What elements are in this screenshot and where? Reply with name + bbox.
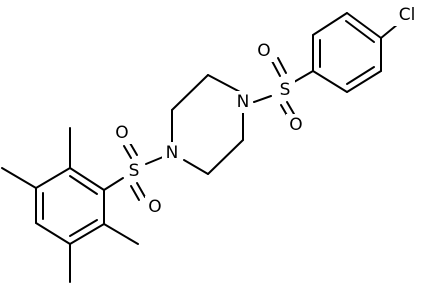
bond-ring2-5 xyxy=(69,223,105,245)
bond-ring2-inner-3 xyxy=(69,219,98,237)
bond-s-ring2 xyxy=(103,177,124,191)
bond-pip-2 xyxy=(171,74,209,111)
bond-pip-1 xyxy=(207,74,243,94)
atom-s-right: S xyxy=(275,79,295,101)
atom-label-cl: Cl xyxy=(399,5,416,25)
bond-s-o-left-top-a xyxy=(123,145,132,159)
bond-s-o-top-a xyxy=(271,60,281,77)
atom-label-o-left-top: O xyxy=(115,123,128,143)
bond-methyl-left xyxy=(1,167,37,189)
atom-label-o-left-bottom: O xyxy=(148,197,161,217)
atom-label-o-right-top: O xyxy=(257,41,270,61)
bond-layer xyxy=(1,12,399,283)
bond-ring2-2 xyxy=(35,167,71,189)
atom-s-left: S xyxy=(124,160,144,182)
bond-n-left-s xyxy=(145,156,164,165)
bond-pip-5 xyxy=(207,139,244,175)
bond-ring1-1 xyxy=(346,12,382,39)
bond-s-o-left-top-b xyxy=(129,142,138,156)
bond-ring1-5 xyxy=(346,70,382,93)
bond-methyl-right xyxy=(103,223,139,245)
bond-s-o-top-b xyxy=(277,57,287,74)
atom-label-s-left: S xyxy=(129,161,140,181)
atom-label-o-right-bottom: O xyxy=(289,115,302,135)
atom-o-left-bottom: O xyxy=(145,196,165,218)
bond-ring1-4 xyxy=(312,70,348,93)
bond-ring2-4 xyxy=(35,222,71,245)
atom-n-right: N xyxy=(233,91,253,113)
bond-ring1-2 xyxy=(312,12,348,36)
atom-label-n-left: N xyxy=(166,143,179,163)
bond-s-n-right xyxy=(253,95,272,103)
atom-o-left-top: O xyxy=(112,122,132,144)
atom-cl: Cl xyxy=(393,4,421,26)
bond-s-o-bottom-a xyxy=(286,101,295,115)
atom-labels: Cl S O O N N S O xyxy=(112,4,421,218)
atom-o-right-bottom: O xyxy=(286,114,306,136)
atom-n-left: N xyxy=(162,142,182,164)
atom-label-s-right: S xyxy=(280,80,291,100)
atom-label-n-right: N xyxy=(237,92,250,112)
bond-ring1-s xyxy=(293,70,314,83)
bond-ring2-1 xyxy=(69,167,105,191)
bond-ring2-inner-1 xyxy=(69,175,98,195)
bond-pip-4 xyxy=(183,159,209,175)
atom-o-right-top: O xyxy=(254,40,274,62)
bond-cl-c xyxy=(380,23,399,39)
bond-ring1-inner-3 xyxy=(346,66,375,85)
bond-ring1-inner-1 xyxy=(345,20,375,43)
bond-s-o-left-bottom-b xyxy=(130,185,140,201)
bond-s-o-left-bottom-a xyxy=(136,182,146,198)
